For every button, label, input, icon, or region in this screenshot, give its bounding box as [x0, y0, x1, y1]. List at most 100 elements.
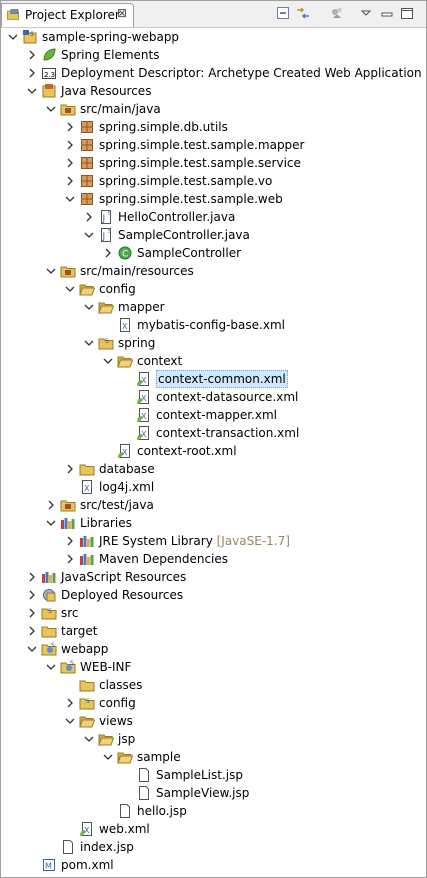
tree-item[interactable]: target — [1, 622, 426, 640]
view-menu-icon[interactable] — [358, 5, 374, 21]
tree-item[interactable]: sample — [1, 748, 426, 766]
chevron-right-icon[interactable] — [64, 553, 76, 565]
chevron-down-icon[interactable] — [83, 733, 95, 745]
tree-item[interactable]: src/main/java — [1, 100, 426, 118]
chevron-right-icon[interactable] — [64, 535, 76, 547]
chevron-down-icon[interactable] — [64, 283, 76, 295]
chevron-right-icon[interactable] — [26, 571, 38, 583]
chevron-down-icon[interactable] — [45, 661, 57, 673]
tree-item[interactable]: JRE System Library [JavaSE-1.7] — [1, 532, 426, 550]
tree-item[interactable]: database — [1, 460, 426, 478]
maximize-icon[interactable] — [399, 5, 415, 21]
chevron-right-icon[interactable] — [64, 121, 76, 133]
svg-text:S: S — [86, 698, 90, 705]
chevron-down-icon[interactable] — [45, 103, 57, 115]
tree-item[interactable]: SampleList.jsp — [1, 766, 426, 784]
webfolder-icon: S — [60, 660, 76, 674]
tree-item[interactable]: Deployed Resources — [1, 586, 426, 604]
chevron-right-icon[interactable] — [26, 49, 38, 61]
spring-filter-icon[interactable] — [329, 5, 345, 21]
tree-item[interactable]: Spring Elements — [1, 46, 426, 64]
chevron-down-icon[interactable] — [45, 517, 57, 529]
srcfolder-icon — [60, 500, 76, 512]
chevron-right-icon[interactable] — [83, 211, 95, 223]
chevron-down-icon[interactable] — [102, 751, 114, 763]
tree-item[interactable]: jsp — [1, 730, 426, 748]
tree-item[interactable]: SampleView.jsp — [1, 784, 426, 802]
tree-item[interactable]: Java Resources — [1, 82, 426, 100]
close-icon[interactable]: ⊠ — [117, 6, 128, 20]
tree-item[interactable]: classes — [1, 676, 426, 694]
chevron-down-icon[interactable] — [45, 265, 57, 277]
chevron-right-icon[interactable] — [26, 67, 38, 79]
tree-item[interactable]: spring.simple.test.sample.web — [1, 190, 426, 208]
svg-text:S: S — [108, 211, 111, 217]
tree-item[interactable]: hello.jsp — [1, 802, 426, 820]
chevron-down-icon[interactable] — [64, 715, 76, 727]
tree-item[interactable]: spring.simple.test.sample.vo — [1, 172, 426, 190]
tree-item-label: Spring Elements — [61, 48, 160, 62]
minimize-icon[interactable] — [379, 5, 395, 21]
tree-item[interactable]: views — [1, 712, 426, 730]
tree-item[interactable]: src/main/resources — [1, 262, 426, 280]
svg-text:S: S — [30, 31, 34, 38]
link-with-editor-icon[interactable] — [295, 5, 311, 21]
tree-item[interactable]: spring.simple.db.utils — [1, 118, 426, 136]
chevron-down-icon[interactable] — [83, 337, 95, 349]
tree-item[interactable]: spring.simple.test.sample.mapper — [1, 136, 426, 154]
chevron-right-icon[interactable] — [45, 499, 57, 511]
tab-project-explorer[interactable]: Project Explorer ⊠ — [1, 3, 134, 27]
chevron-right-icon[interactable] — [26, 589, 38, 601]
tree-item[interactable]: Maven Dependencies — [1, 550, 426, 568]
webfolder-icon: S — [41, 642, 57, 656]
chevron-down-icon[interactable] — [64, 193, 76, 205]
chevron-right-icon[interactable] — [64, 697, 76, 709]
chevron-down-icon[interactable] — [7, 31, 19, 43]
tree-item-label: sample-spring-webapp — [42, 30, 180, 44]
srcfolder-icon — [60, 104, 76, 116]
collapse-all-icon[interactable] — [275, 5, 291, 21]
chevron-down-icon[interactable] — [26, 643, 38, 655]
chevron-right-icon[interactable] — [64, 175, 76, 187]
chevron-down-icon[interactable] — [102, 355, 114, 367]
chevron-right-icon[interactable] — [26, 625, 38, 637]
tree-item[interactable]: mapper — [1, 298, 426, 316]
svg-text:S: S — [108, 229, 111, 235]
tree-item[interactable]: context — [1, 352, 426, 370]
chevron-down-icon[interactable] — [83, 229, 95, 241]
chevron-right-icon[interactable] — [102, 247, 114, 259]
chevron-down-icon[interactable] — [83, 301, 95, 313]
tree-item[interactable]: index.jsp — [1, 838, 426, 856]
tree-item[interactable]: Libraries — [1, 514, 426, 532]
tree-item[interactable]: src/test/java — [1, 496, 426, 514]
file-icon — [139, 786, 149, 800]
chevron-right-icon[interactable] — [64, 463, 76, 475]
tree-item[interactable]: config — [1, 280, 426, 298]
chevron-right-icon[interactable] — [26, 607, 38, 619]
chevron-right-icon[interactable] — [64, 139, 76, 151]
tree-item[interactable]: spring.simple.test.sample.service — [1, 154, 426, 172]
chevron-right-icon[interactable] — [64, 157, 76, 169]
chevron-down-icon[interactable] — [26, 85, 38, 97]
tree-item[interactable]: JavaScript Resources — [1, 568, 426, 586]
